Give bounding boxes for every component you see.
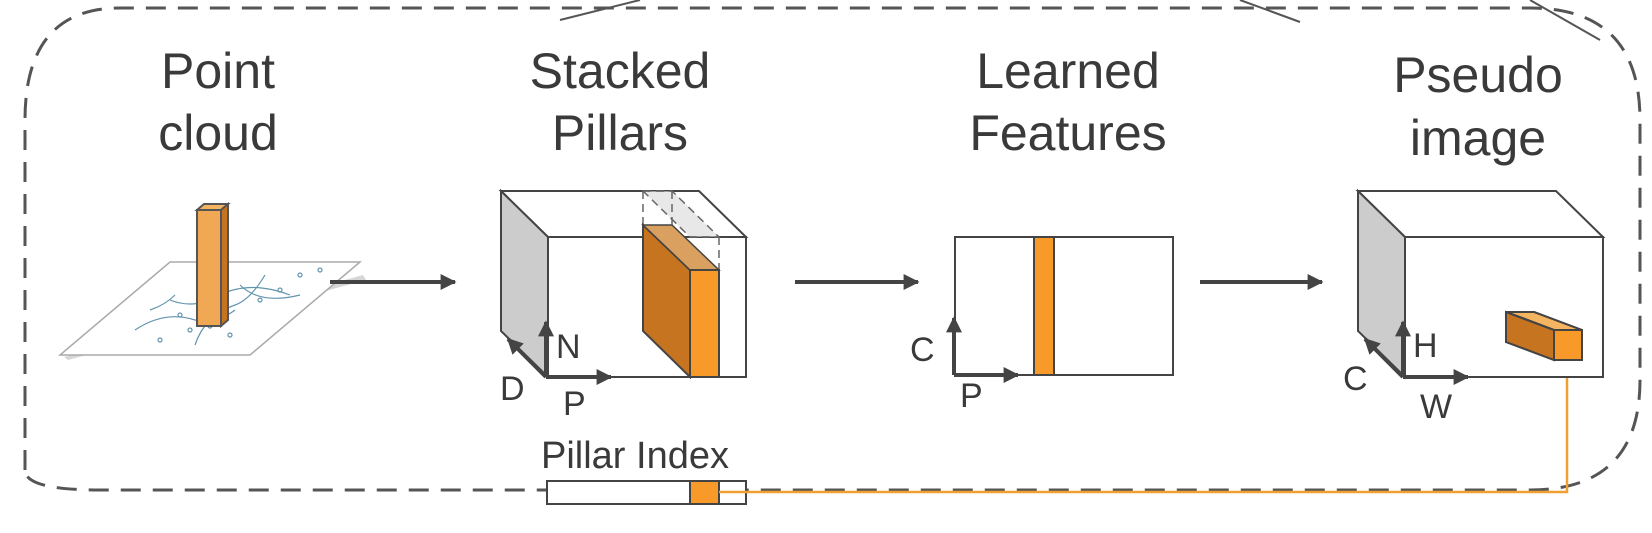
stage-title-point-cloud-1: Point bbox=[161, 43, 275, 99]
pseudo-axis-c bbox=[1363, 337, 1405, 379]
point-cloud-pillar-side bbox=[220, 201, 229, 329]
point-cloud-pillar-front bbox=[196, 209, 222, 327]
top-connector-mid bbox=[1239, 0, 1301, 23]
learned-axis-label-c: C bbox=[910, 331, 935, 369]
pseudo-orange-box-front bbox=[1553, 329, 1583, 361]
learned-features-matrix bbox=[946, 236, 1174, 383]
top-connector-left bbox=[559, 0, 641, 21]
pseudo-axis-label-h: H bbox=[1413, 327, 1438, 365]
stacked-axis-label-p: P bbox=[563, 385, 586, 423]
pillar-index-link-line bbox=[719, 360, 1569, 494]
stage-title-stacked-1: Stacked bbox=[530, 43, 711, 99]
stacked-axis-label-n: N bbox=[556, 328, 581, 366]
learned-matrix-frame bbox=[954, 236, 1174, 376]
pillar-index-highlight bbox=[689, 480, 720, 505]
stage-title-pseudo-1: Pseudo bbox=[1393, 47, 1563, 103]
stage-title-point-cloud-2: cloud bbox=[158, 105, 278, 161]
top-connector-right bbox=[1529, 0, 1601, 41]
learned-orange-column bbox=[1033, 236, 1055, 376]
dashed-enclosure bbox=[23, 6, 1642, 492]
stacked-dashed-slice bbox=[641, 190, 721, 270]
stacked-axis-label-d: D bbox=[500, 370, 525, 408]
pseudo-axis-label-c: C bbox=[1343, 360, 1368, 398]
point-cloud-illustration bbox=[57, 201, 366, 360]
pseudo-orange-box-top-back bbox=[1505, 311, 1583, 331]
stage-title-learned-2: Features bbox=[969, 105, 1166, 161]
pseudo-image-tensor bbox=[1355, 188, 1606, 385]
stacked-pillars-tensor bbox=[498, 188, 749, 385]
pillar-index-label: Pillar Index bbox=[541, 435, 729, 477]
stacked-orange-slice-front bbox=[689, 269, 720, 378]
stage-title-learned-1: Learned bbox=[976, 43, 1160, 99]
learned-axis-label-p: P bbox=[960, 377, 983, 415]
stacked-axis-d bbox=[506, 337, 548, 379]
stage-title-pseudo-2: image bbox=[1410, 110, 1546, 166]
pseudo-axis-label-w: W bbox=[1420, 388, 1452, 426]
stage-title-stacked-2: Pillars bbox=[552, 105, 688, 161]
